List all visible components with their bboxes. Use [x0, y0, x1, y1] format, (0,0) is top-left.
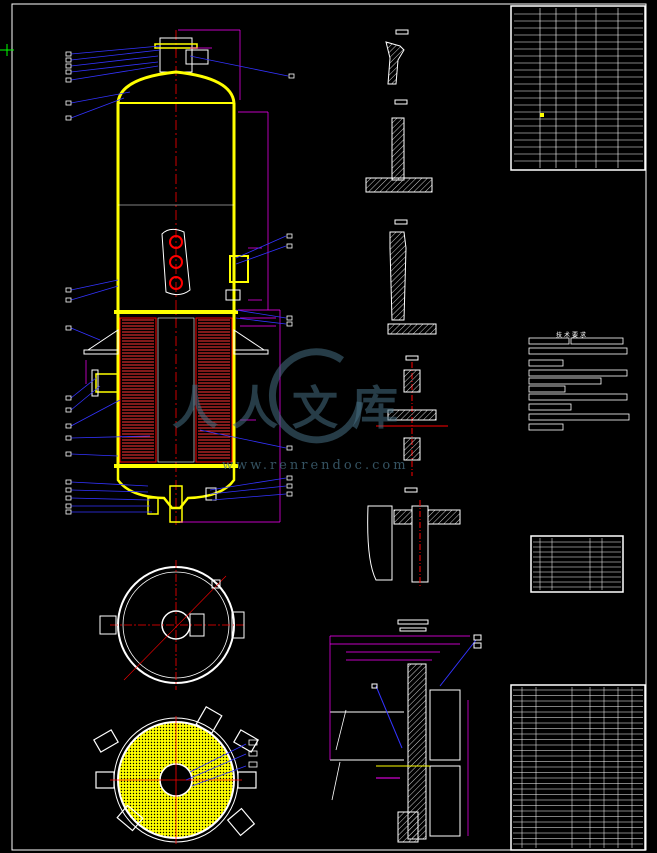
technical-requirements-block: [528, 337, 630, 431]
parts-list-table: [510, 684, 646, 851]
watermark-logo: [268, 348, 364, 444]
detail-views: [329, 29, 482, 843]
tube-bundle-right: [198, 319, 230, 459]
tube-bundle-left: [122, 319, 154, 459]
top-plan-view: [99, 560, 245, 690]
drawing-border: [11, 3, 647, 851]
watermark-url: www.renrendoc.com: [222, 458, 409, 473]
nozzle-table: [530, 535, 624, 593]
design-data-table: [510, 5, 646, 171]
watermark-text: 人人文库: [172, 381, 412, 435]
tube-sheet-plan-view: [93, 706, 259, 844]
vessel-elevation: [65, 29, 295, 525]
technical-requirements-title: 技术要求: [556, 332, 589, 339]
